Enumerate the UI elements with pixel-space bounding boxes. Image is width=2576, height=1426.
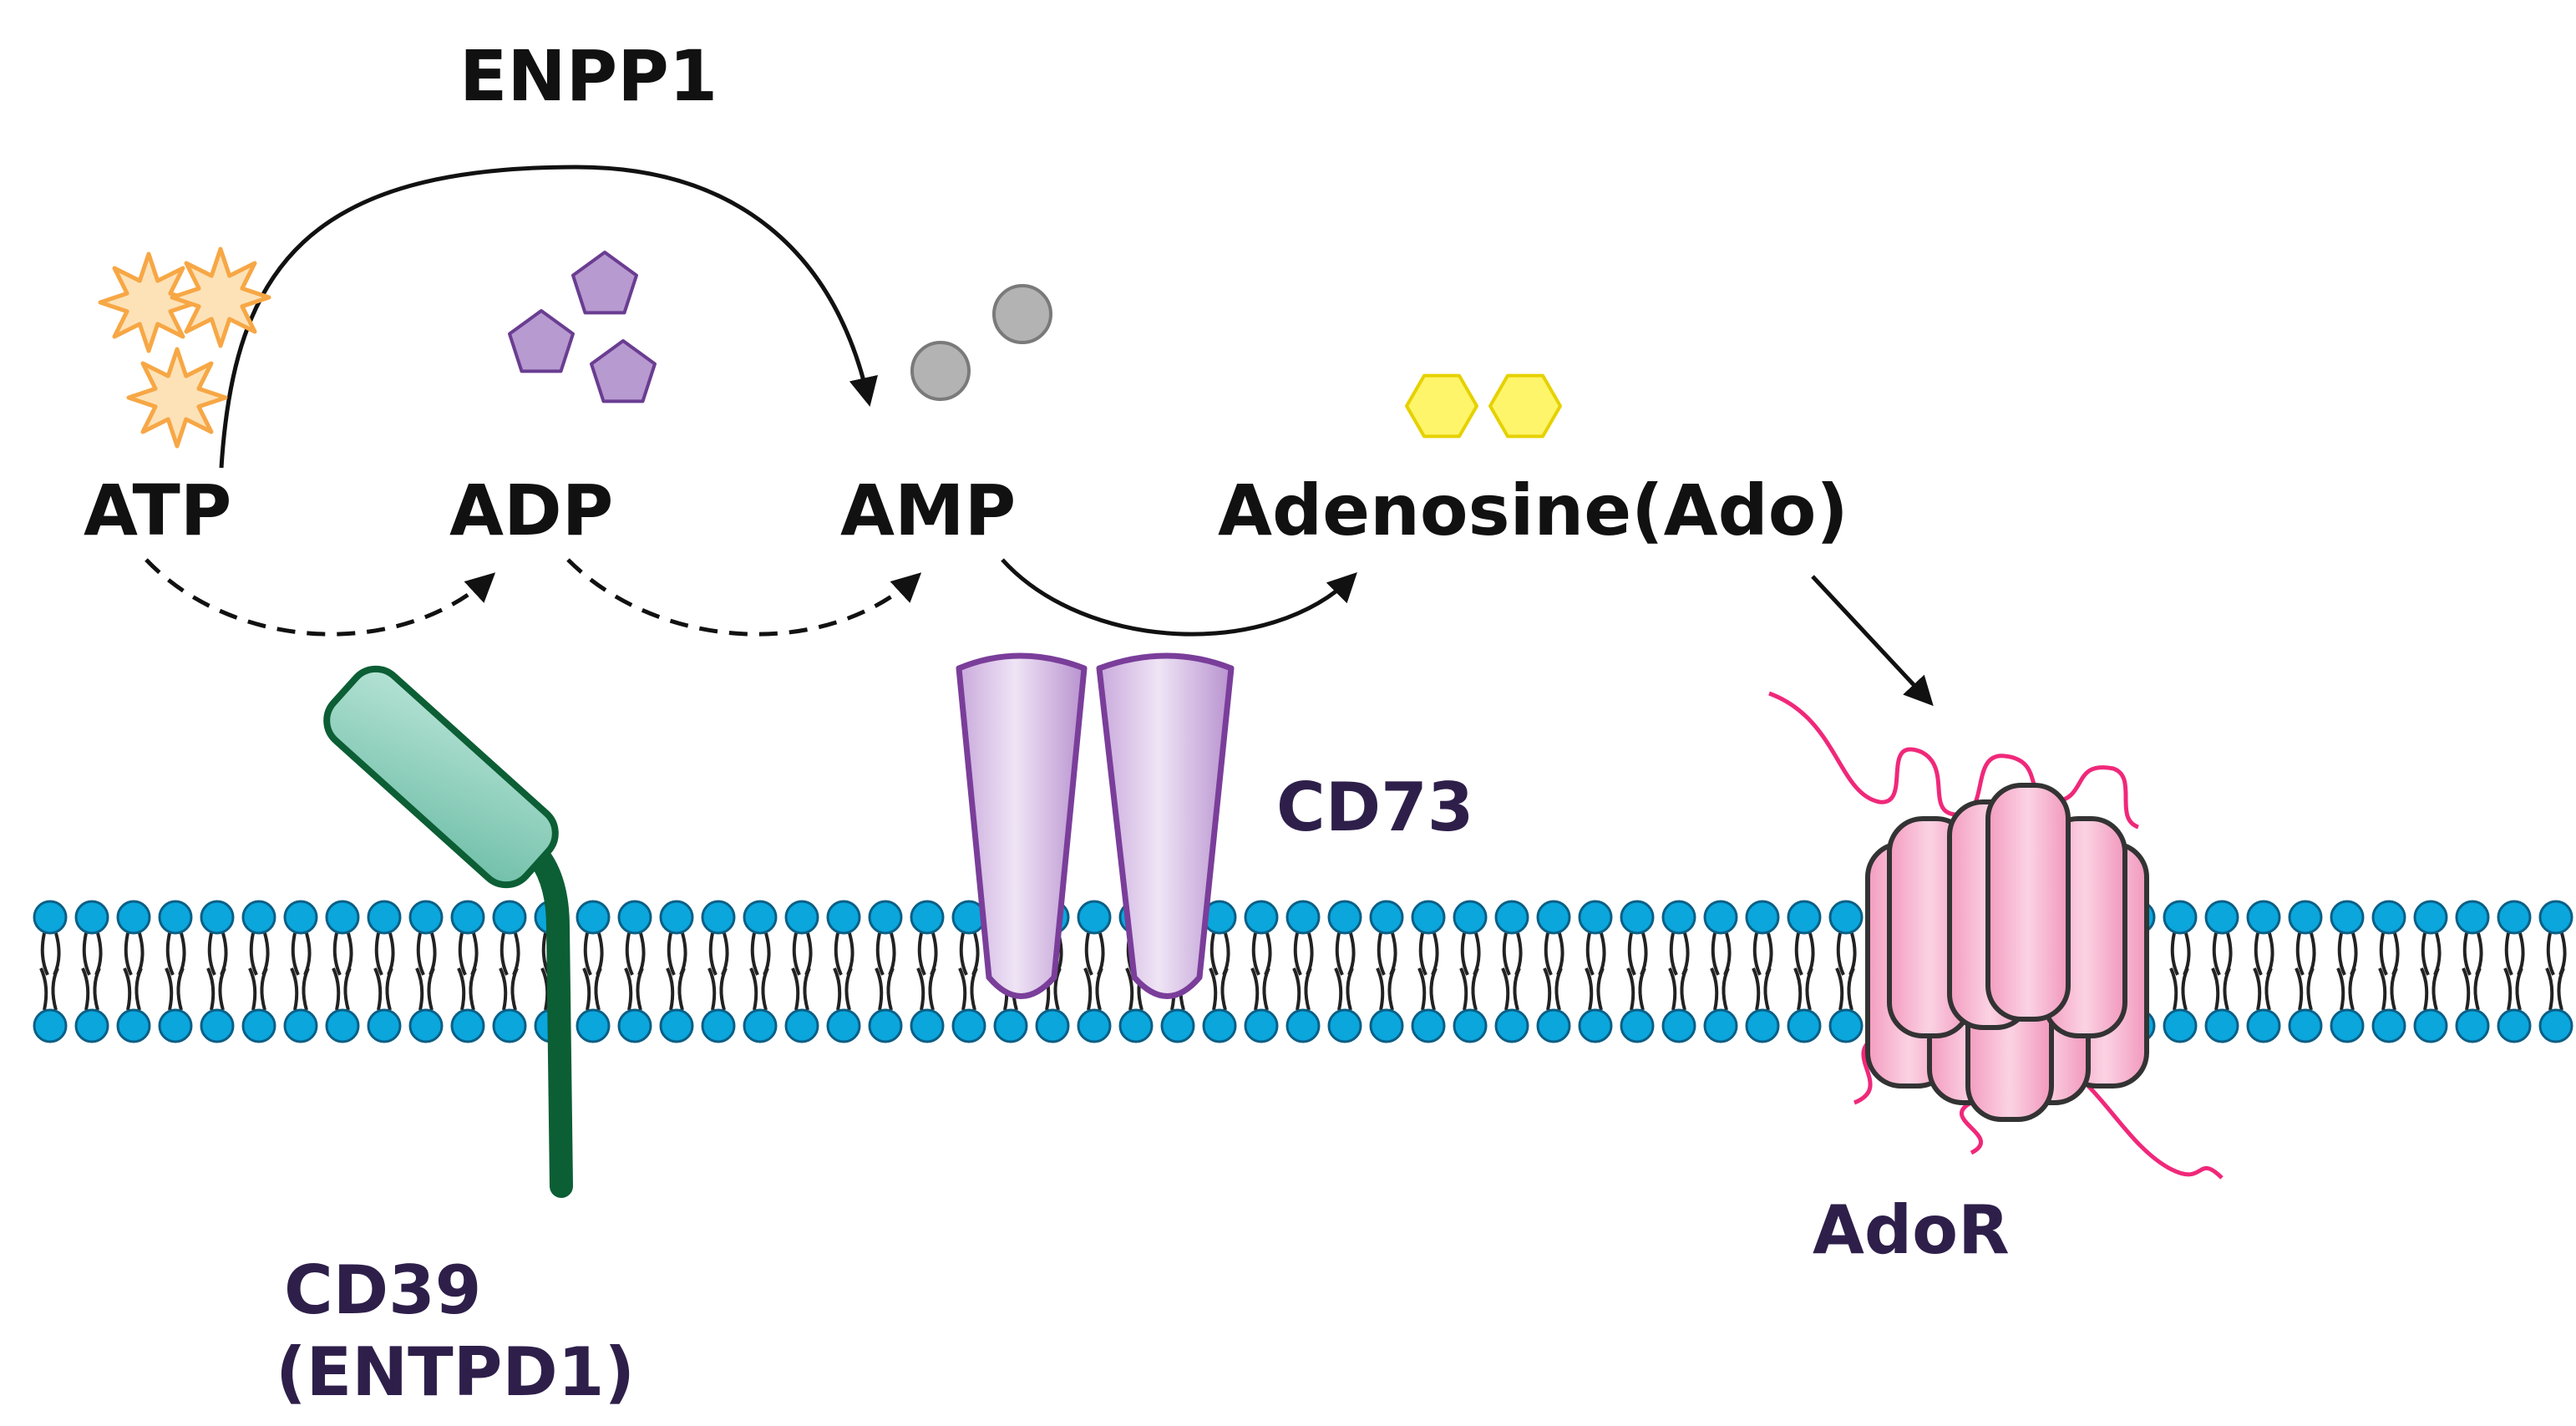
ador-receptor [1768,691,2224,1180]
purple-pentagon-icon [508,251,657,403]
entpd1-label: (ENTPD1) [276,1333,635,1411]
cd73-right-subunit [1096,652,1235,999]
cd73-left-subunit [956,652,1088,999]
ador-label: AdoR [1813,1191,2010,1269]
cd39-enzyme [323,665,573,1198]
atp-label: ATP [84,469,231,551]
reaction-arrows [145,165,1934,707]
yellow-hexagon-icon [1405,373,1562,439]
cd73-enzyme [956,652,1235,999]
enpp1-label: ENPP1 [459,35,718,117]
orange-star-icon [98,246,271,449]
gray-circle-icon [910,284,1052,401]
adenosine-label: Adenosine(Ado) [1218,469,1848,551]
ador-extracellular-loops [1768,691,2140,830]
cd39-head [323,665,559,889]
adenosine-to-ador-arrow [1811,575,1934,707]
lipid-bilayer-membrane [33,900,2573,1043]
enpp1-arrow [219,165,878,469]
amp-to-adenosine-arrow [1001,558,1357,637]
cd73-label: CD73 [1276,769,1473,846]
adp-to-amp-dashed-arrow [566,558,922,637]
cd39-label: CD39 [284,1251,481,1329]
atp-to-adp-dashed-arrow [145,558,496,637]
adp-label: ADP [449,469,613,551]
amp-label: AMP [840,469,1016,551]
